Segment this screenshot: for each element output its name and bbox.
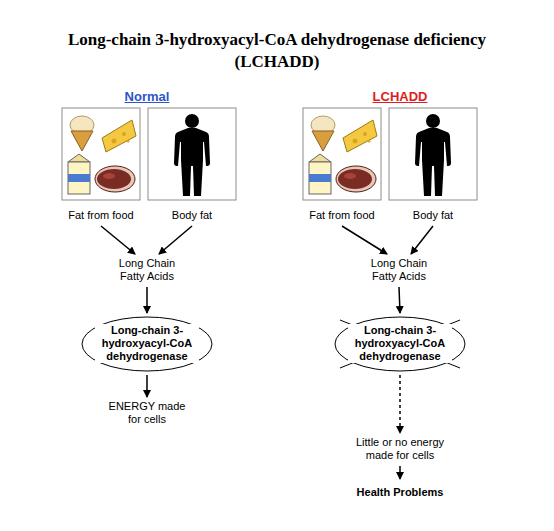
- picture-caption: Body fat: [172, 209, 212, 222]
- process-text: Long Chain Fatty Acids: [362, 257, 436, 284]
- flow-arrow: [399, 287, 400, 313]
- body-picture-box: Body fat: [146, 108, 238, 223]
- label-holder: Normal: [87, 89, 207, 104]
- flow-arrow: [101, 226, 135, 254]
- picture-caption: Fat from food: [68, 209, 133, 222]
- flow-arrow: [146, 287, 148, 313]
- food-picture-box: Fat from food: [55, 108, 147, 223]
- flow-arrow: [399, 466, 401, 479]
- diagram-title: Long-chain 3-hydroxyacyl-CoA dehydrogena…: [27, 29, 527, 73]
- picture-spacer: [55, 108, 147, 205]
- blocked-enzyme-ellipse: Long-chain 3- hydroxyacyl-CoA dehydrogen…: [334, 316, 466, 372]
- column-heading: Normal: [125, 89, 170, 104]
- food-picture-box: Fat from food: [296, 108, 388, 223]
- picture-caption: Body fat: [413, 209, 453, 222]
- picture-caption: Fat from food: [309, 209, 374, 222]
- node-text: Health Problems: [357, 486, 444, 499]
- node-text: Long-chain 3- hydroxyacyl-CoA dehydrogen…: [348, 324, 452, 363]
- node-text: Long-chain 3- hydroxyacyl-CoA dehydrogen…: [95, 324, 199, 363]
- node-text: ENERGY made for cells: [105, 400, 189, 426]
- enzyme-ellipse: Long-chain 3- hydroxyacyl-CoA dehydrogen…: [81, 316, 213, 372]
- ellipse-text-holder: Long-chain 3- hydroxyacyl-CoA dehydrogen…: [348, 324, 452, 364]
- picture-spacer: [387, 108, 479, 205]
- result-text: Little or no energy made for cells: [348, 436, 452, 463]
- node-text: Little or no energy made for cells: [348, 436, 452, 462]
- node-text: Long Chain Fatty Acids: [110, 257, 184, 283]
- flow-arrow: [146, 375, 148, 397]
- column-heading: LCHADD: [373, 89, 428, 104]
- node-text: Long Chain Fatty Acids: [362, 257, 436, 283]
- picture-spacer: [146, 108, 238, 205]
- label-holder: LCHADD: [340, 89, 460, 104]
- process-text: Long Chain Fatty Acids: [110, 257, 184, 284]
- ellipse-text-holder: Long-chain 3- hydroxyacyl-CoA dehydrogen…: [95, 324, 199, 364]
- flow-arrow: [342, 226, 387, 254]
- flow-arrow: [159, 226, 192, 254]
- outcome-text: Health Problems: [345, 482, 455, 500]
- body-picture-box: Body fat: [387, 108, 479, 223]
- picture-spacer: [296, 108, 388, 205]
- flow-arrow: [411, 226, 433, 254]
- result-text: ENERGY made for cells: [105, 400, 189, 427]
- flow-arrow: [399, 375, 401, 433]
